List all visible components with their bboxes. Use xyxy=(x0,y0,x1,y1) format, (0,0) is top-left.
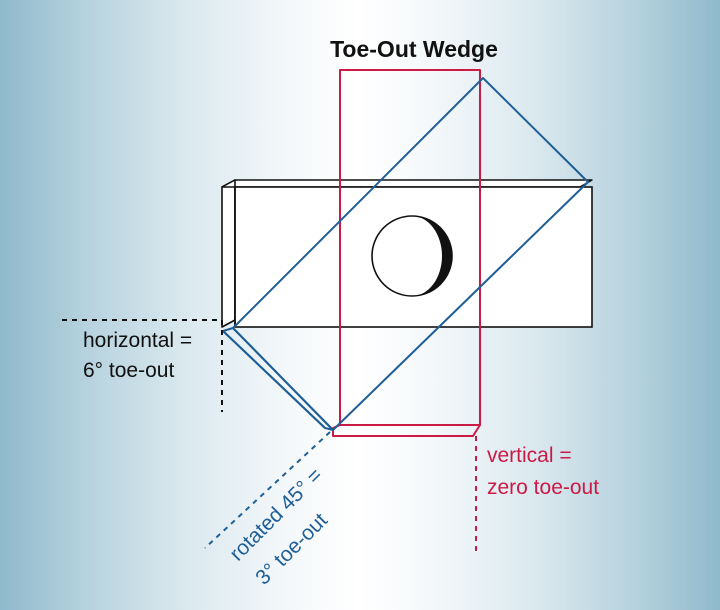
bolt-hole xyxy=(371,215,453,297)
horizontal-label: horizontal = 6° toe-out xyxy=(83,329,192,382)
wedge-top-bevel xyxy=(221,179,593,188)
vertical-label-line2: zero toe-out xyxy=(487,476,599,499)
vertical-label: vertical = zero toe-out xyxy=(487,444,599,499)
horizontal-label-line1: horizontal = xyxy=(83,329,192,352)
wedge-end-face xyxy=(221,179,236,328)
rotated-leader-line xyxy=(204,431,331,549)
horizontal-wedge xyxy=(221,179,593,328)
leader-lines xyxy=(62,319,477,555)
diagram-title: Toe-Out Wedge xyxy=(330,36,498,62)
rotated-wedge-outline xyxy=(222,77,589,431)
horizontal-label-line2: 6° toe-out xyxy=(83,359,174,382)
vertical-label-line1: vertical = xyxy=(487,444,572,467)
rotated-label: rotated 45° = 3° toe-out xyxy=(225,464,332,590)
